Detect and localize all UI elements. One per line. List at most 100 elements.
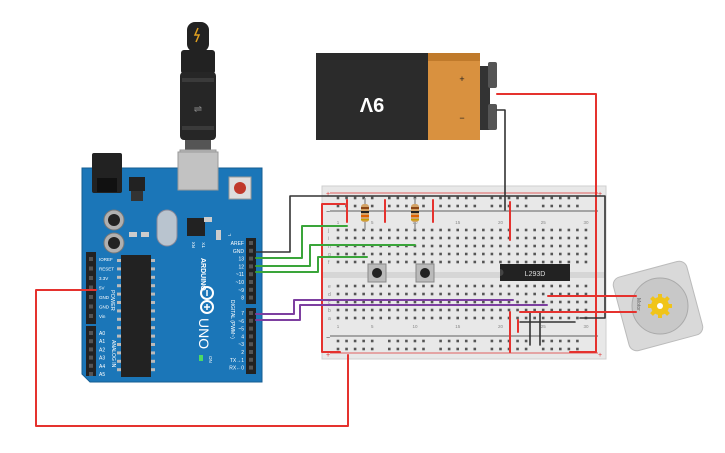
breadboard-hole[interactable] (388, 204, 391, 208)
breadboard-hole[interactable] (516, 284, 519, 288)
breadboard-hole[interactable] (567, 204, 571, 208)
breadboard-hole[interactable] (559, 316, 562, 320)
breadboard-hole[interactable] (439, 236, 442, 240)
breadboard-hole[interactable] (370, 300, 374, 304)
breadboard-hole[interactable] (584, 292, 588, 296)
breadboard-hole[interactable] (567, 339, 571, 343)
breadboard-hole[interactable] (567, 252, 571, 256)
breadboard-hole[interactable] (456, 347, 459, 351)
breadboard-hole[interactable] (405, 300, 408, 304)
breadboard-hole[interactable] (447, 308, 451, 312)
breadboard-hole[interactable] (559, 284, 562, 288)
breadboard-hole[interactable] (464, 292, 468, 296)
wire-battery-positive[interactable] (496, 93, 597, 353)
breadboard-hole[interactable] (370, 252, 374, 256)
breadboard-hole[interactable] (396, 204, 400, 208)
breadboard-hole[interactable] (396, 284, 400, 288)
breadboard-hole[interactable] (576, 244, 579, 248)
breadboard-hole[interactable] (447, 339, 451, 343)
breadboard-hole[interactable] (533, 260, 536, 264)
breadboard-hole[interactable] (422, 316, 425, 320)
breadboard-hole[interactable] (576, 284, 579, 288)
breadboard-hole[interactable] (567, 284, 571, 288)
breadboard-hole[interactable] (482, 252, 485, 256)
breadboard-hole[interactable] (516, 292, 519, 296)
breadboard-hole[interactable] (336, 228, 340, 232)
breadboard-hole[interactable] (482, 316, 485, 320)
breadboard-hole[interactable] (464, 196, 468, 200)
breadboard-hole[interactable] (456, 252, 459, 256)
breadboard-hole[interactable] (550, 252, 554, 256)
breadboard-hole[interactable] (336, 316, 340, 320)
breadboard-hole[interactable] (507, 244, 511, 248)
breadboard-hole[interactable] (370, 284, 374, 288)
breadboard-hole[interactable] (576, 300, 579, 304)
breadboard-hole[interactable] (430, 244, 434, 248)
breadboard-hole[interactable] (405, 196, 408, 200)
breadboard-hole[interactable] (490, 260, 494, 264)
breadboard-hole[interactable] (584, 300, 588, 304)
breadboard-hole[interactable] (388, 260, 391, 264)
breadboard-hole[interactable] (439, 300, 442, 304)
breadboard-hole[interactable] (353, 339, 357, 343)
breadboard-hole[interactable] (584, 228, 588, 232)
breadboard-hole[interactable] (396, 228, 400, 232)
header-pin[interactable] (89, 304, 93, 309)
breadboard-hole[interactable] (405, 292, 408, 296)
breadboard-hole[interactable] (336, 339, 340, 343)
breadboard-hole[interactable] (541, 300, 545, 304)
wire-pin-13[interactable] (255, 225, 348, 259)
breadboard-hole[interactable] (456, 316, 459, 320)
breadboard-hole[interactable] (422, 300, 425, 304)
breadboard-hole[interactable] (567, 308, 571, 312)
breadboard-hole[interactable] (490, 236, 494, 240)
breadboard-hole[interactable] (567, 347, 571, 351)
breadboard-hole[interactable] (541, 236, 545, 240)
header-pin[interactable] (89, 257, 93, 261)
breadboard-hole[interactable] (439, 308, 442, 312)
breadboard-hole[interactable] (456, 339, 459, 343)
breadboard-hole[interactable] (490, 347, 494, 351)
wire-pin-12[interactable] (255, 244, 416, 267)
breadboard-hole[interactable] (473, 196, 477, 200)
breadboard-hole[interactable] (388, 284, 391, 288)
breadboard-hole[interactable] (473, 316, 477, 320)
breadboard-hole[interactable] (550, 196, 554, 200)
breadboard-hole[interactable] (541, 196, 545, 200)
breadboard-hole[interactable] (353, 196, 357, 200)
breadboard-hole[interactable] (405, 252, 408, 256)
breadboard-hole[interactable] (524, 244, 528, 248)
wire-5v[interactable] (35, 289, 349, 427)
breadboard-hole[interactable] (473, 300, 477, 304)
breadboard-hole[interactable] (439, 292, 442, 296)
breadboard-hole[interactable] (576, 228, 579, 232)
breadboard-hole[interactable] (362, 284, 365, 288)
breadboard-hole[interactable] (490, 252, 494, 256)
breadboard-hole[interactable] (405, 316, 408, 320)
breadboard-hole[interactable] (576, 204, 579, 208)
breadboard-hole[interactable] (345, 236, 348, 240)
breadboard-hole[interactable] (524, 204, 528, 208)
breadboard-hole[interactable] (473, 292, 477, 296)
breadboard-hole[interactable] (430, 228, 434, 232)
breadboard-hole[interactable] (516, 196, 519, 200)
breadboard-hole[interactable] (422, 228, 425, 232)
breadboard-hole[interactable] (388, 228, 391, 232)
breadboard-hole[interactable] (541, 284, 545, 288)
breadboard-hole[interactable] (388, 292, 391, 296)
breadboard-hole[interactable] (584, 260, 588, 264)
breadboard-hole[interactable] (370, 196, 374, 200)
breadboard-hole[interactable] (541, 204, 545, 208)
breadboard-hole[interactable] (541, 244, 545, 248)
breadboard-hole[interactable] (430, 260, 434, 264)
breadboard-hole[interactable] (490, 204, 494, 208)
breadboard-hole[interactable] (379, 228, 383, 232)
breadboard-hole[interactable] (439, 260, 442, 264)
breadboard-hole[interactable] (456, 204, 459, 208)
breadboard-hole[interactable] (567, 292, 571, 296)
breadboard-hole[interactable] (447, 284, 451, 288)
breadboard-hole[interactable] (490, 316, 494, 320)
breadboard-hole[interactable] (516, 228, 519, 232)
breadboard-hole[interactable] (550, 347, 554, 351)
breadboard-hole[interactable] (396, 339, 400, 343)
